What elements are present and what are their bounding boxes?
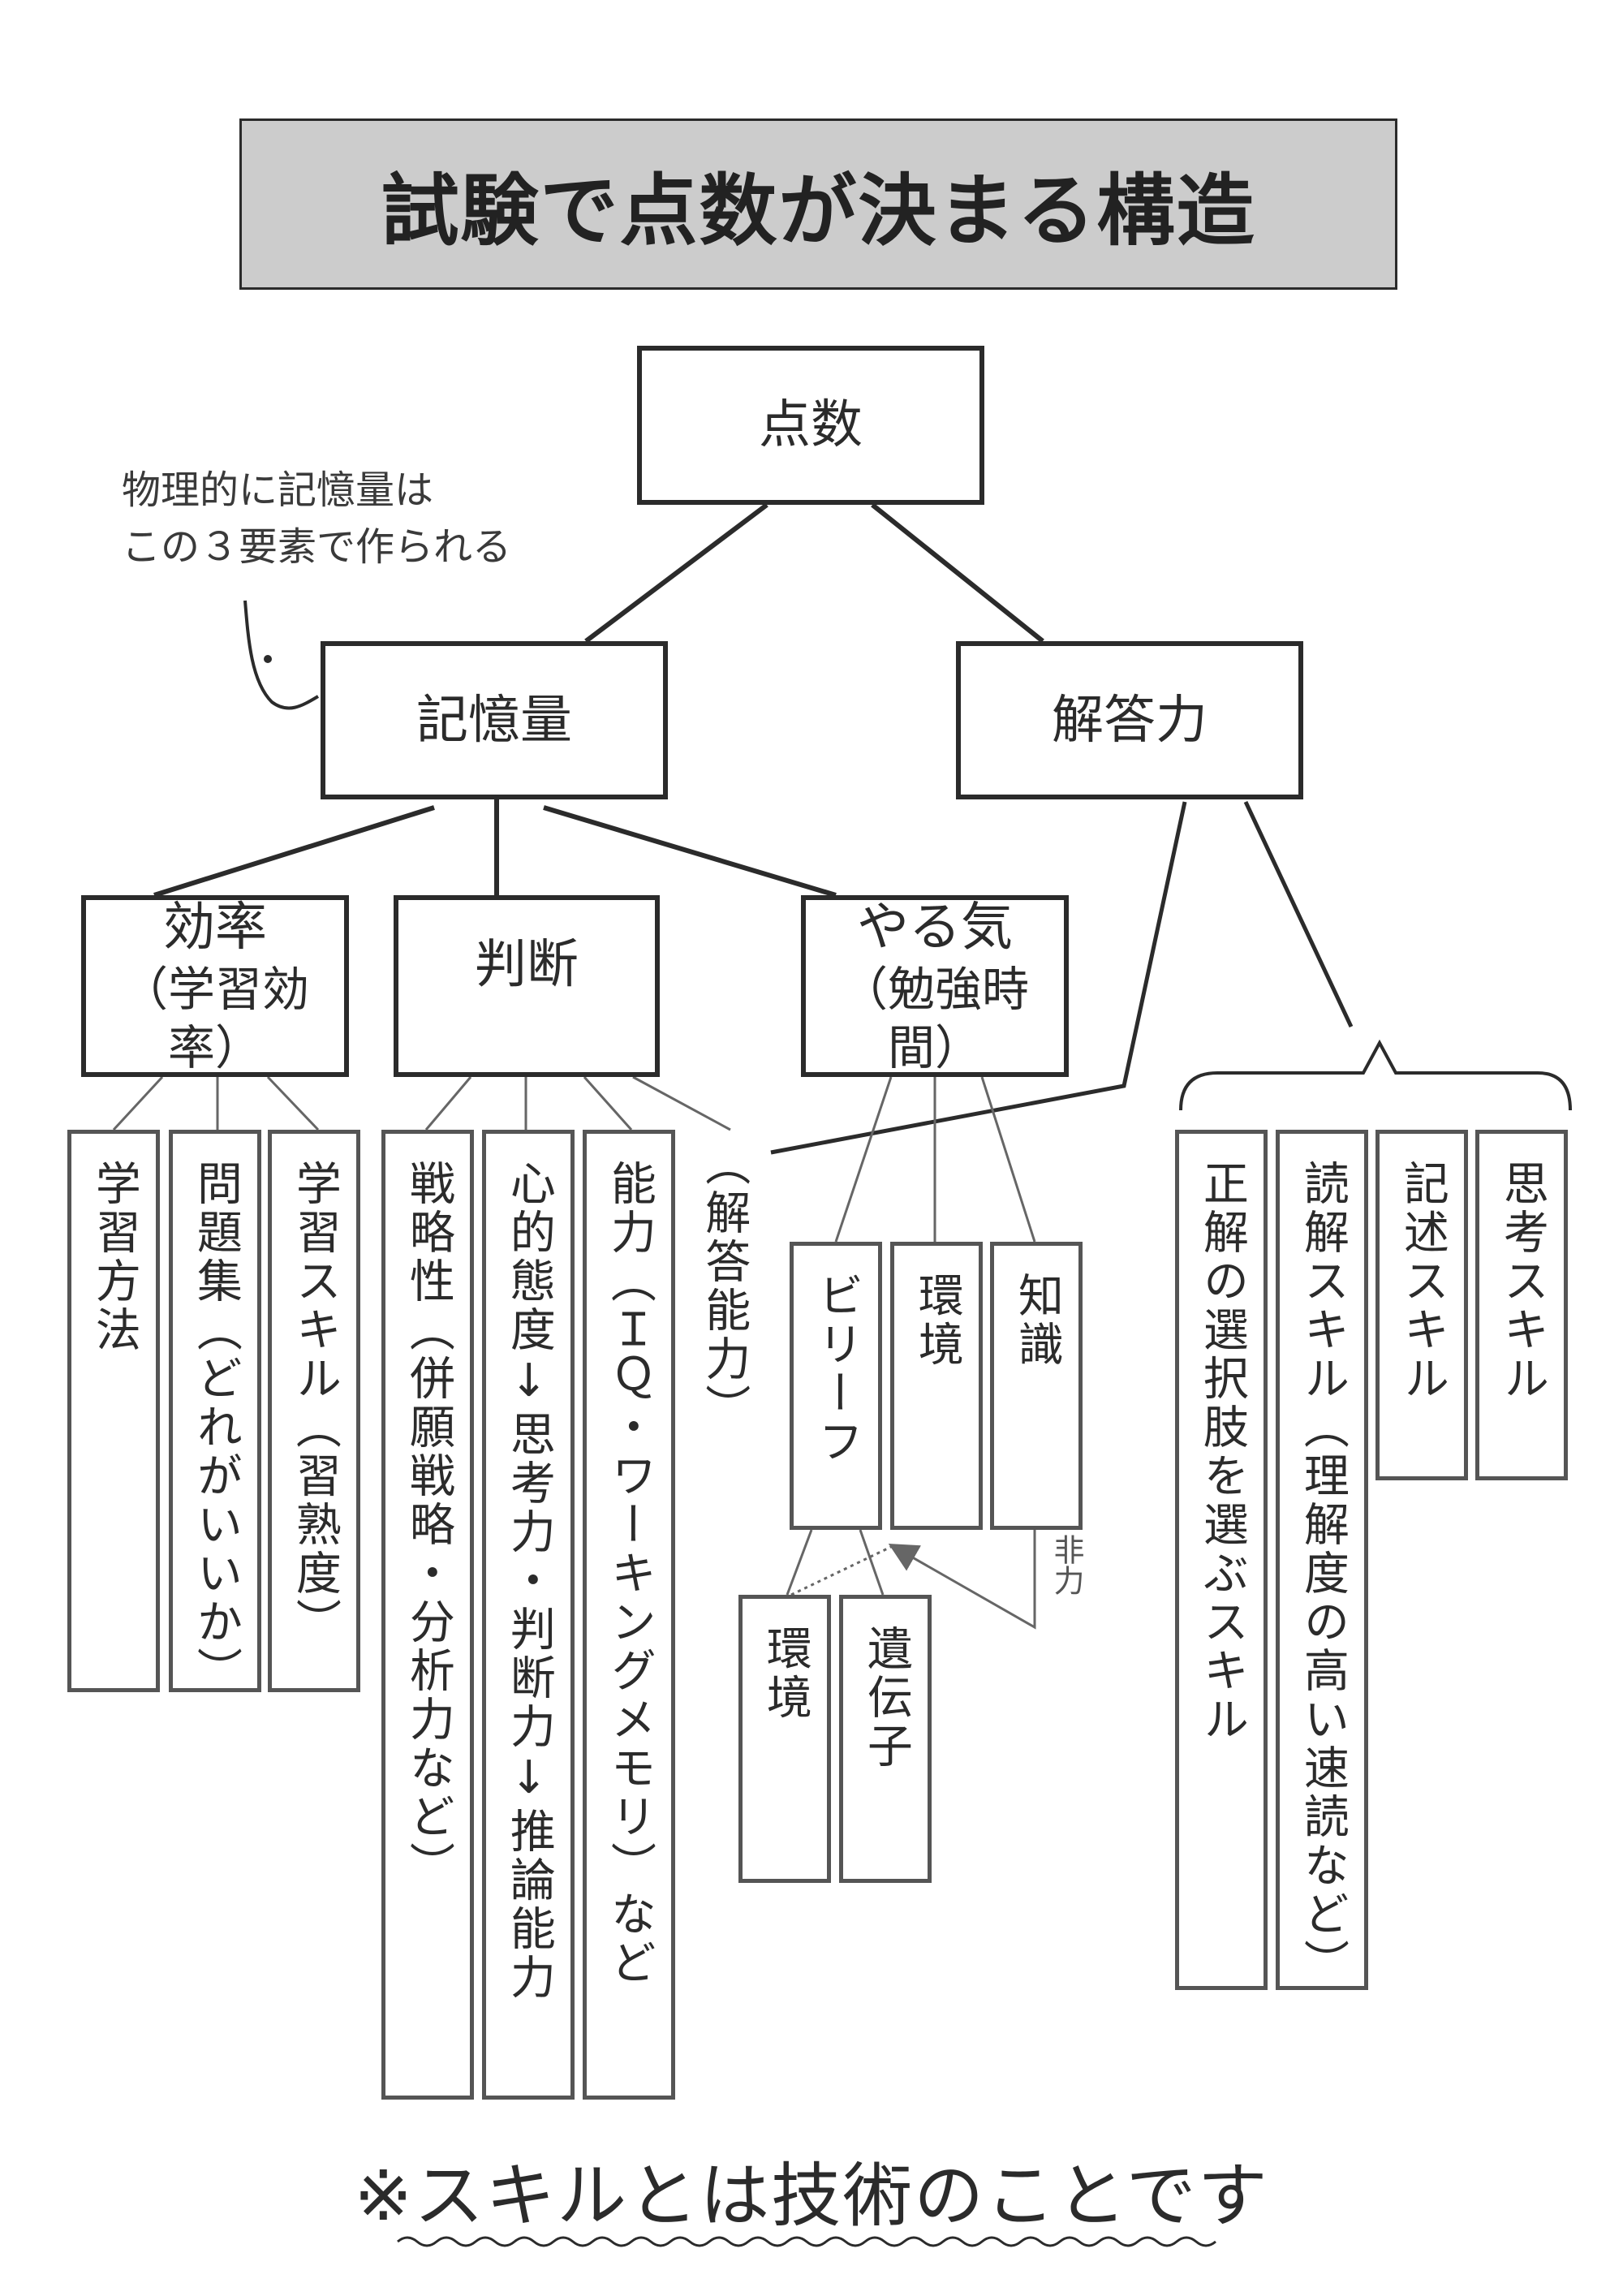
node-score-label: 点数 [759, 395, 863, 455]
judgment-item: 戦略性（併願戦略・分析力など） [381, 1130, 474, 2100]
motivation-item: 環境 [890, 1242, 983, 1530]
motivation-item-label: ビリーフ [810, 1272, 863, 1467]
answer-skill-label: 正解の選択肢を選ぶスキル [1195, 1160, 1249, 1744]
non-ability-label: 非力 [1048, 1534, 1084, 1596]
node-efficiency-label: 効率 [163, 897, 267, 958]
line-answer-to-judgment [770, 801, 1187, 1155]
motivation-item-label: 知識 [1010, 1272, 1064, 1369]
answer-skill-label: 思考スキル [1496, 1160, 1549, 1403]
answer-skill-item: 読解スキル（理解度の高い速読など） [1276, 1130, 1368, 1990]
node-answer-power-label: 解答力 [1052, 690, 1208, 751]
node-judgment-label: 判断 [475, 935, 579, 995]
node-score: 点数 [637, 346, 984, 505]
node-memory-label: 記憶量 [416, 690, 572, 751]
answer-skill-label: 記述スキル [1396, 1160, 1449, 1403]
efficiency-item-label: 学習方法 [88, 1160, 141, 1355]
belief-source-label: 遺伝子 [859, 1625, 913, 1771]
page-title: 試験で点数が決まる構造 [381, 166, 1256, 256]
answer-skill-item: 記述スキル [1375, 1130, 1468, 1480]
node-memory: 記憶量 [321, 641, 668, 799]
answer-skill-item: 正解の選択肢を選ぶスキル [1175, 1130, 1268, 1990]
line-memory-motivation [543, 805, 837, 898]
line-score-answer [871, 502, 1044, 644]
judgment-item: 心的態度↓思考力・判断力↓推論能力 [482, 1130, 575, 2100]
node-answer-power: 解答力 [956, 641, 1303, 799]
motivation-item: ビリーフ [790, 1242, 882, 1530]
skills-brace [1179, 1039, 1572, 1111]
annotation-note: 物理的に記憶量は この３要素で作られる [122, 463, 511, 575]
judgment-item-label: 心的態度↓思考力・判断力↓推論能力 [502, 1160, 556, 2002]
footer-note: ※スキルとは技術のことです [354, 2156, 1269, 2237]
judgment-item-label: 戦略性（併願戦略・分析力など） [402, 1160, 455, 1890]
node-motivation-label: やる気 [857, 897, 1013, 958]
judgment-item-label: 能力（ＩＱ・ワーキングメモリ）など [603, 1160, 657, 1988]
arrow-knowledge-to-belief [888, 1530, 1036, 1630]
judgment-item: 能力（ＩＱ・ワーキングメモリ）など [583, 1130, 675, 2100]
motivation-item: 知識 [990, 1242, 1083, 1530]
node-efficiency-sub: （学習効率） [120, 961, 309, 1076]
annotation-hook [243, 600, 320, 710]
motivation-item-label: 環境 [911, 1272, 964, 1369]
judgment-answer-ability-label: （解答能力） [697, 1140, 751, 1432]
annotation-line-2: この３要素で作られる [122, 523, 512, 570]
line-memory-efficiency [153, 805, 435, 898]
efficiency-item: 問題集（どれがいいか） [169, 1130, 261, 1695]
efficiency-item: 学習スキル（習熟度） [268, 1130, 360, 1692]
belief-source-item: 遺伝子 [839, 1595, 932, 1883]
efficiency-item-label: 問題集（どれがいいか） [189, 1160, 243, 1695]
line-score-memory [584, 502, 768, 644]
title-banner: 試験で点数が決まる構造 [239, 118, 1397, 290]
efficiency-item-label: 学習スキル（習熟度） [288, 1160, 342, 1647]
node-motivation: やる気 （勉強時間） [801, 895, 1069, 1077]
answer-skill-label: 読解スキル（理解度の高い速読など） [1296, 1160, 1350, 1988]
belief-source-item: 環境 [738, 1595, 831, 1883]
node-motivation-sub: （勉強時間） [840, 961, 1029, 1076]
answer-skill-item: 思考スキル [1475, 1130, 1568, 1480]
arrow-environment-to-belief [790, 1544, 893, 1596]
line-answer-to-skills [1243, 800, 1354, 1028]
belief-source-label: 環境 [759, 1625, 812, 1722]
node-efficiency: 効率 （学習効率） [81, 895, 349, 1077]
footer-wavy-underline [397, 2236, 1216, 2247]
efficiency-item: 学習方法 [67, 1130, 160, 1692]
node-judgment: 判断 [394, 895, 660, 1077]
annotation-line-1: 物理的に記憶量は [122, 467, 434, 513]
